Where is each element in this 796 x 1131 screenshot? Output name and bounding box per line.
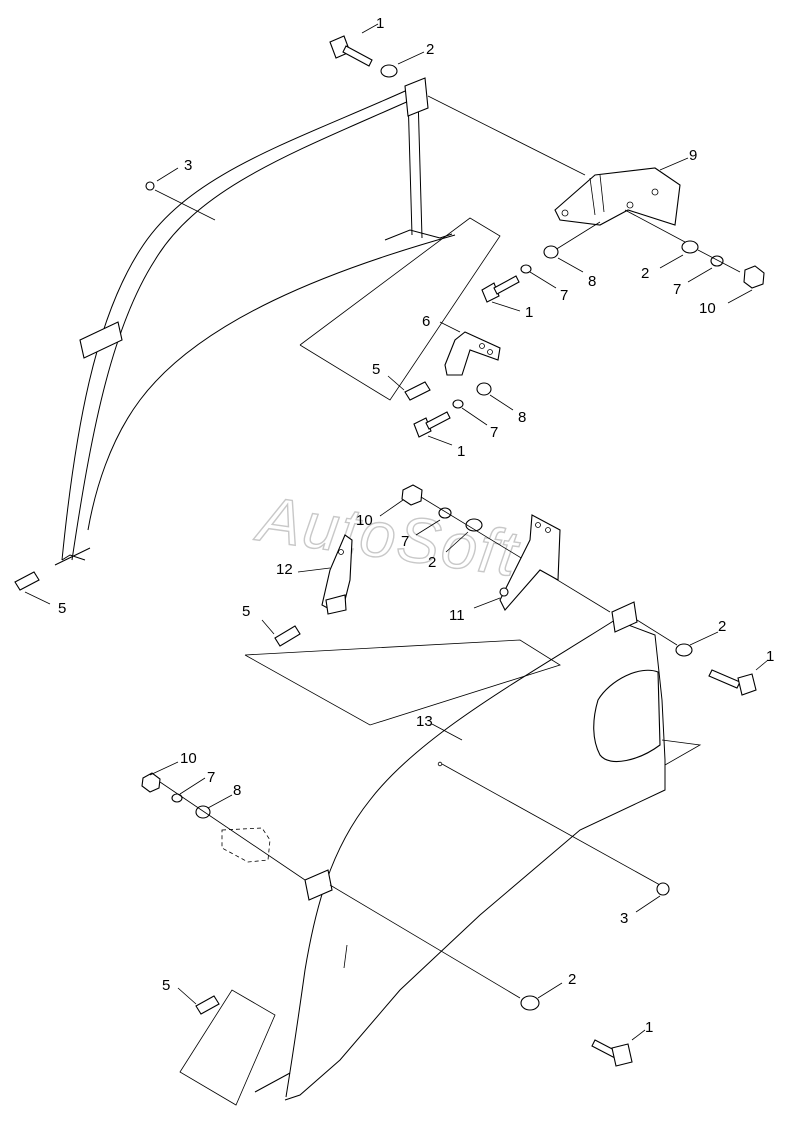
washer-2-right-mid bbox=[675, 643, 693, 657]
bracket-9 bbox=[554, 157, 689, 251]
washer-8-mid bbox=[543, 245, 559, 259]
bolt-1-bottom bbox=[611, 1043, 633, 1067]
callout-label: 13 bbox=[416, 713, 433, 730]
callout-label: 3 bbox=[184, 157, 192, 174]
callout-label: 5 bbox=[372, 361, 380, 378]
callout-label: 11 bbox=[449, 607, 465, 624]
callout-label: 1 bbox=[645, 1019, 653, 1036]
callout-label: 8 bbox=[588, 273, 596, 290]
callout-label: 2 bbox=[568, 971, 576, 988]
bracket-6 bbox=[439, 321, 501, 376]
bracket-11 bbox=[473, 514, 561, 611]
bolt-1-right-mid bbox=[737, 673, 757, 696]
callout-label: 7 bbox=[560, 287, 568, 304]
pin-5-mid bbox=[274, 625, 301, 647]
lockwasher-7-midlow bbox=[438, 507, 452, 519]
lockwasher-7-low bbox=[452, 399, 464, 409]
callout-label: 8 bbox=[233, 782, 241, 799]
callout-label: 9 bbox=[689, 147, 697, 164]
callout-label: 1 bbox=[376, 15, 384, 32]
callout-label: 5 bbox=[242, 603, 250, 620]
plug-3-top bbox=[145, 181, 155, 191]
callout-labels: 1 2 3 9 8 2 7 10 7 1 6 5 8 7 1 5 10 7 2 … bbox=[58, 15, 774, 1036]
nut-10-right bbox=[743, 265, 765, 289]
washer-2-top bbox=[380, 64, 398, 78]
lockwasher-7-mid bbox=[520, 264, 532, 274]
callout-label: 7 bbox=[673, 281, 681, 298]
callout-label: 7 bbox=[401, 533, 409, 550]
callout-label: 3 bbox=[620, 910, 628, 927]
callout-label: 1 bbox=[457, 443, 465, 460]
pin-5-upper bbox=[404, 381, 431, 401]
callout-label: 1 bbox=[525, 304, 533, 321]
callout-label: 5 bbox=[58, 600, 66, 617]
washer-2-midlow bbox=[465, 518, 483, 532]
washer-8-low bbox=[476, 382, 492, 396]
callout-label: 10 bbox=[356, 512, 373, 529]
callout-label: 7 bbox=[207, 769, 215, 786]
pin-5-left bbox=[14, 571, 40, 591]
nut-10-low bbox=[141, 772, 161, 793]
bracket-12 bbox=[297, 534, 353, 615]
callout-label: 2 bbox=[641, 265, 649, 282]
callout-label: 2 bbox=[718, 618, 726, 635]
callout-label: 2 bbox=[426, 41, 434, 58]
plug-3-bottom bbox=[656, 882, 670, 896]
callout-label: 6 bbox=[422, 313, 430, 330]
callout-label: 7 bbox=[490, 424, 498, 441]
callout-label: 10 bbox=[180, 750, 197, 767]
callout-label: 2 bbox=[428, 554, 436, 571]
callout-label: 10 bbox=[699, 300, 716, 317]
callout-label: 5 bbox=[162, 977, 170, 994]
lockwasher-7-low2 bbox=[171, 793, 183, 803]
callout-label: 1 bbox=[766, 648, 774, 665]
pin-5-bottom bbox=[195, 995, 220, 1015]
fender-13 bbox=[284, 601, 702, 1101]
callout-label: 8 bbox=[518, 409, 526, 426]
upper-fender bbox=[54, 77, 501, 566]
washer-2-bottom bbox=[520, 995, 540, 1011]
nut-10-mid bbox=[401, 484, 423, 506]
callout-label: 12 bbox=[276, 561, 293, 578]
washer-2-right bbox=[681, 240, 699, 254]
